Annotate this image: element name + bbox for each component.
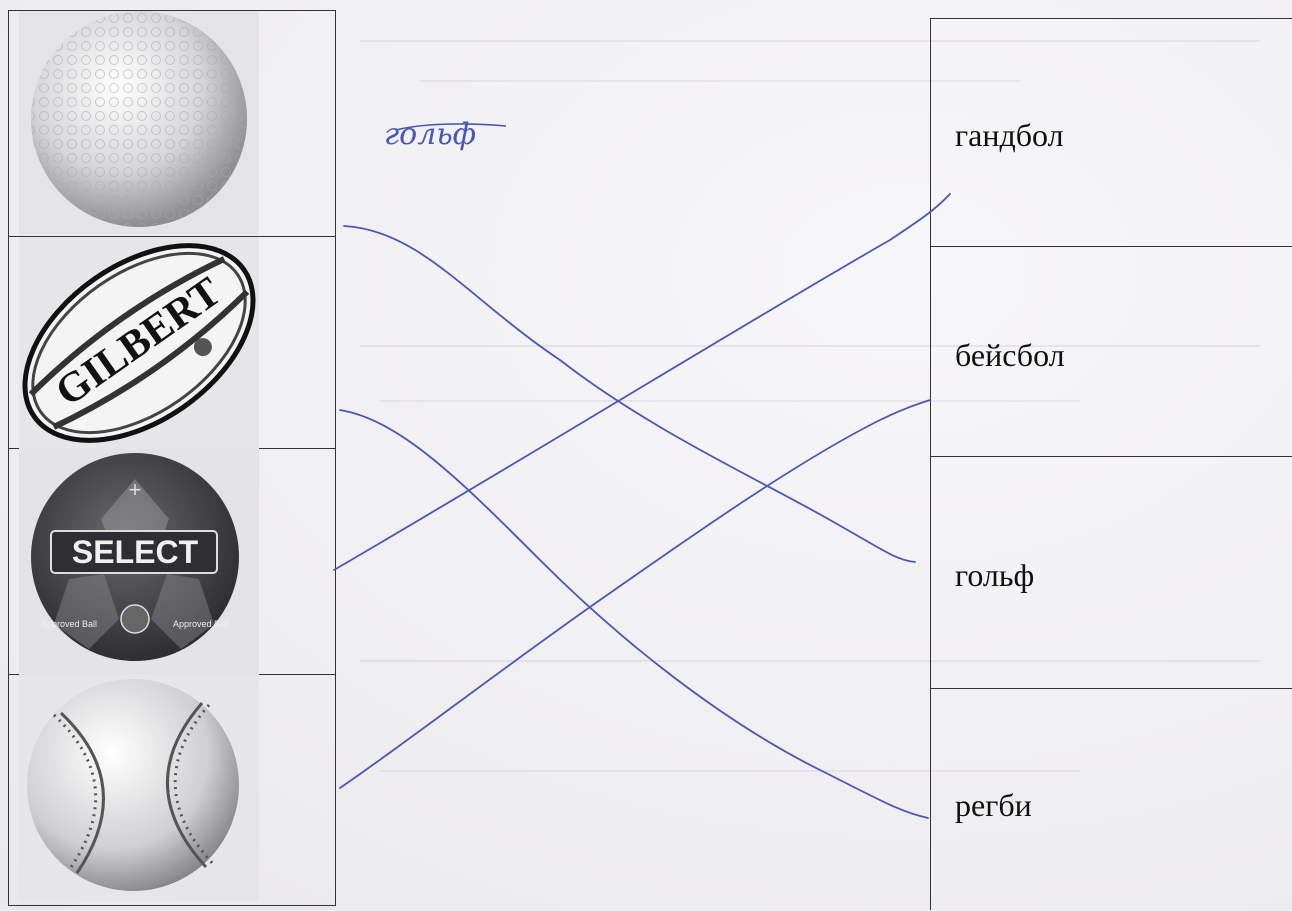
line-rugby-to-rugby xyxy=(340,410,928,818)
handwritten-note-text: гольф xyxy=(384,117,476,152)
handwritten-note: гольф xyxy=(380,108,520,168)
line-baseball-to-baseball xyxy=(340,400,930,788)
line-handball-to-handball xyxy=(334,194,950,570)
